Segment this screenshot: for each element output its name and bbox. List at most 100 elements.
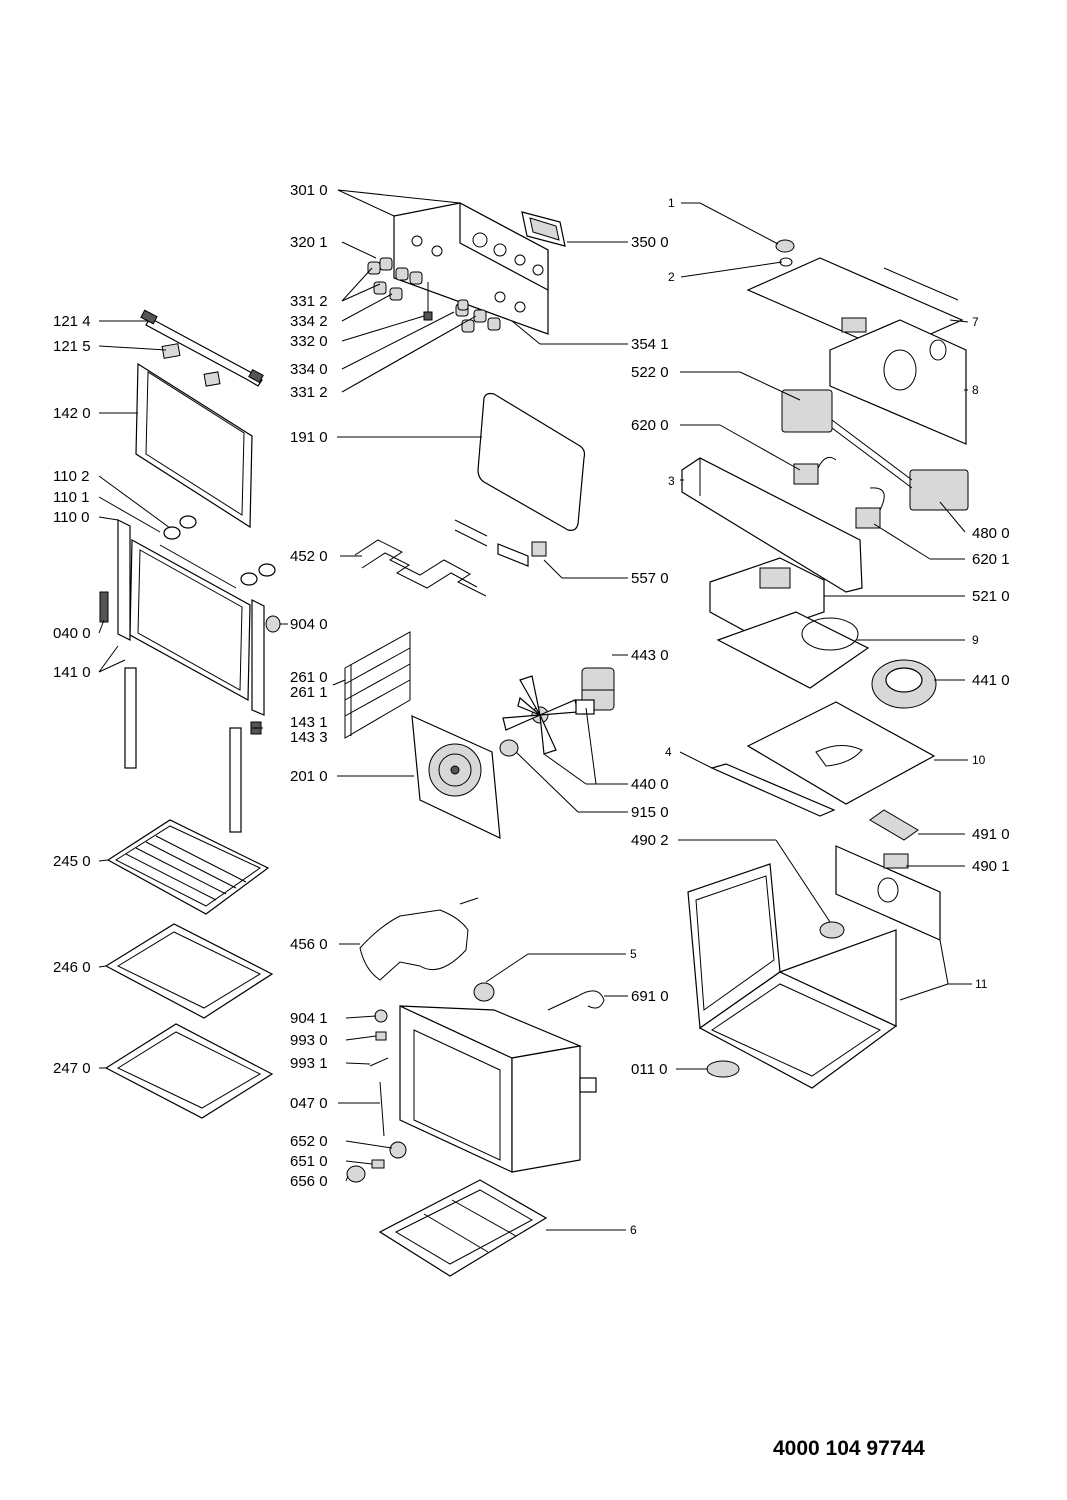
callout-label: 904 0	[290, 616, 328, 633]
callout-label: 191 0	[290, 429, 328, 446]
callout-label: 521 0	[972, 588, 1010, 605]
right-callout-labels: 1 2 7 8 522 0 620 0 3 480 0 620 1 521 0 …	[631, 196, 1010, 1078]
callout-label: 456 0	[290, 936, 328, 953]
callout-label: 440 0	[631, 776, 669, 793]
fan-cover-part	[716, 611, 870, 689]
callout-label: 652 0	[290, 1133, 328, 1150]
callout-label: 1	[668, 196, 675, 210]
callout-label: 320 1	[290, 234, 328, 251]
drip-tray-part	[104, 1023, 274, 1119]
fan-blade-part	[502, 675, 579, 755]
thermostat-knob-part	[473, 982, 495, 1002]
rear-panel-part	[829, 319, 967, 445]
callout-label: 4	[665, 745, 672, 759]
outer-door-glass-part	[135, 362, 253, 529]
callout-label: 142 0	[53, 405, 91, 422]
callout-label: 490 2	[631, 832, 669, 849]
callout-label: 350 0	[631, 234, 669, 251]
fan-motor-part	[575, 667, 615, 715]
callout-label: 040 0	[53, 625, 91, 642]
foot-part	[706, 1060, 740, 1078]
rear-connector-part	[835, 845, 941, 941]
shelf-support-parts	[344, 631, 411, 739]
callout-label: 993 1	[290, 1055, 328, 1072]
callout-label: 2	[668, 270, 675, 284]
callout-label: 011 0	[631, 1061, 667, 1078]
callout-label: 143 3	[290, 729, 328, 746]
right-leader-lines	[676, 202, 972, 1070]
bottom-cover-part	[378, 1179, 548, 1277]
callout-label: 201 0	[290, 768, 328, 785]
lamp-holder-part	[497, 541, 547, 567]
door-side-profile-right	[250, 599, 281, 735]
door-handle-part	[140, 309, 264, 387]
hinge-spacer-parts	[163, 515, 276, 586]
oven-cavity-part	[399, 1005, 597, 1173]
display-module-part	[521, 211, 566, 247]
callout-label: 141 0	[53, 664, 91, 681]
callout-label: 331 2	[290, 384, 328, 401]
callout-label: 121 5	[53, 338, 91, 355]
callout-label: 110 0	[53, 509, 89, 526]
callout-label: 246 0	[53, 959, 91, 976]
center-leader-lines	[252, 189, 628, 1231]
side-bracket-part	[681, 457, 863, 593]
callout-label: 993 0	[290, 1032, 328, 1049]
insulation-tray-part	[746, 701, 936, 805]
callout-label: 332 0	[290, 333, 328, 350]
callout-label: 247 0	[53, 1060, 91, 1077]
callout-label: 691 0	[631, 988, 669, 1005]
inner-door-frame-part	[129, 538, 251, 702]
callout-label: 452 0	[290, 548, 328, 565]
small-fastener-parts	[346, 1009, 407, 1183]
baking-tray-part	[104, 923, 274, 1019]
left-callout-labels: 121 4 121 5 142 0 110 2 110 1 110 0 040 …	[53, 313, 91, 1077]
door-gasket-part	[477, 392, 586, 531]
callout-label: 656 0	[290, 1173, 328, 1190]
callout-label: 9	[972, 633, 979, 647]
control-panel-part	[393, 201, 549, 335]
lamp-cover-part	[819, 921, 845, 939]
front-strip-part	[710, 763, 836, 817]
callout-label: 491 0	[972, 826, 1010, 843]
callout-label: 620 1	[972, 551, 1010, 568]
switch-module-parts	[793, 456, 885, 529]
callout-label: 522 0	[631, 364, 669, 381]
callout-label: 490 1	[972, 858, 1010, 875]
back-panel-part	[411, 715, 501, 839]
callout-label: 121 4	[53, 313, 91, 330]
cooling-fan-part	[871, 659, 937, 709]
callout-label: 480 0	[972, 525, 1010, 542]
callout-label: 110 1	[53, 489, 89, 506]
callout-label: 143 1	[290, 714, 328, 731]
callout-label: 10	[972, 753, 986, 767]
document-number: 4000 104 97744	[773, 1437, 925, 1460]
door-seal-strips	[124, 667, 242, 833]
callout-label: 6	[630, 1223, 637, 1237]
handle-bracket-parts	[161, 343, 221, 387]
callout-label: 441 0	[972, 672, 1010, 689]
callout-label: 331 2	[290, 293, 328, 310]
callout-label: 915 0	[631, 804, 669, 821]
left-leader-lines	[98, 320, 171, 1069]
callout-label: 261 1	[290, 684, 328, 701]
callout-label: 334 0	[290, 361, 328, 378]
callout-label: 334 2	[290, 313, 328, 330]
thermostat-probe-part	[547, 990, 605, 1011]
callout-label: 110 2	[53, 468, 89, 485]
bottom-heater-part	[359, 897, 479, 981]
callout-label: 651 0	[290, 1153, 328, 1170]
callout-label: 443 0	[631, 647, 669, 664]
callout-label: 557 0	[631, 570, 669, 587]
door-side-profile-left	[99, 519, 131, 641]
callout-label: 620 0	[631, 417, 669, 434]
callout-label: 8	[972, 383, 979, 397]
terminal-block-part	[869, 809, 919, 841]
oven-housing-part	[687, 863, 898, 1089]
callout-label: 5	[630, 947, 637, 961]
callout-label: 047 0	[290, 1095, 328, 1112]
oven-rack-part	[106, 819, 270, 915]
callout-label: 7	[972, 315, 979, 329]
callout-label: 354 1	[631, 336, 669, 353]
callout-label: 301 0	[290, 182, 328, 199]
